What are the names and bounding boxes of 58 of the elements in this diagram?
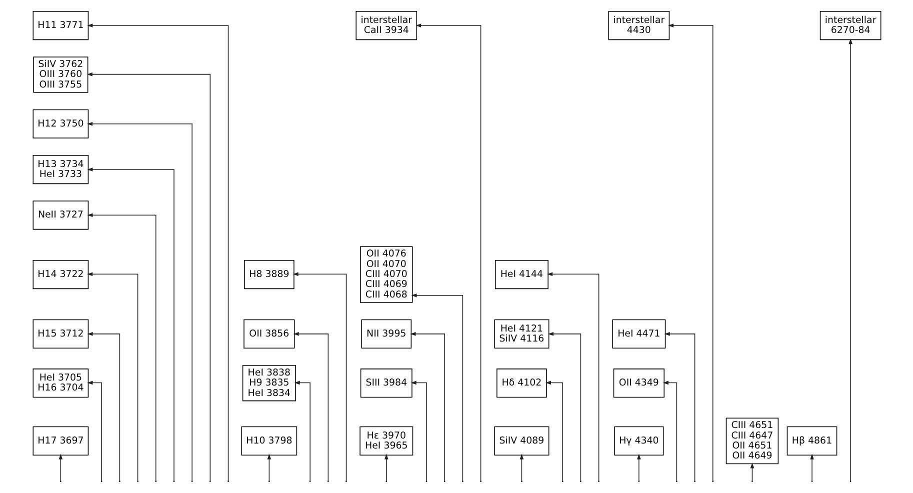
node-box: SIII 3984 — [360, 368, 412, 398]
arrow — [86, 272, 138, 482]
arrow — [86, 24, 228, 482]
node-box: OII 3856 — [243, 319, 294, 348]
node-box: Hγ 4340 — [614, 426, 664, 456]
arrow — [384, 454, 388, 482]
node-box: H10 3798 — [240, 426, 297, 456]
node-box: H11 3771 — [32, 10, 88, 40]
node-box: HeI 4471 — [612, 319, 666, 348]
node-box: H14 3722 — [32, 260, 88, 290]
node-box: HeI 3838 H9 3835 HeI 3834 — [242, 365, 296, 402]
node-box: HeI 4144 — [494, 260, 548, 290]
arrow — [750, 462, 754, 482]
arrow — [86, 72, 210, 482]
node-box: CIII 4651 CIII 4647 OII 4651 OII 4649 — [725, 418, 778, 464]
node-box: OII 4349 — [612, 368, 664, 398]
arrow — [292, 332, 328, 482]
arrow — [519, 454, 524, 482]
node-box: interstellar CaII 3934 — [355, 10, 417, 40]
node-box: HeI 4121 SiIV 4116 — [494, 319, 549, 348]
arrow — [415, 24, 481, 482]
arrow — [86, 168, 174, 482]
arrow — [810, 454, 814, 482]
arrow — [294, 380, 310, 482]
arrow — [292, 272, 346, 482]
arrow — [58, 454, 62, 482]
node-box: SiIV 3762 OIII 3760 OIII 3755 — [32, 56, 88, 93]
node-box: HeI 3705 H16 3704 — [32, 368, 88, 398]
arrow — [86, 213, 156, 482]
arrow — [86, 380, 102, 482]
node-box: Hδ 4102 — [496, 368, 546, 398]
arrow — [547, 332, 581, 482]
node-box: H8 3889 — [244, 260, 294, 290]
node-box: Hβ 4861 — [786, 426, 837, 456]
arrow — [664, 332, 695, 482]
node-box: NeII 3727 — [32, 200, 88, 230]
arrow — [546, 272, 599, 482]
node-box: SiIV 4089 — [494, 426, 549, 456]
node-box: NII 3995 — [360, 319, 412, 348]
node-box: H17 3697 — [32, 426, 88, 456]
node-box: H12 3750 — [32, 109, 88, 138]
arrow — [410, 332, 444, 482]
arrow — [545, 380, 563, 482]
node-box: H15 3712 — [32, 319, 88, 348]
node-box: Hε 3970 HeI 3965 — [359, 426, 413, 456]
node-box: interstellar 6270-84 — [819, 10, 881, 40]
arrow — [662, 380, 677, 482]
arrow — [86, 122, 192, 482]
arrow — [86, 332, 120, 482]
node-box: interstellar 4430 — [608, 10, 670, 40]
arrow — [636, 454, 640, 482]
arrow — [266, 454, 271, 482]
node-box: H13 3734 HeI 3733 — [32, 154, 88, 184]
node-box: OII 4076 OII 4070 CIII 4070 CIII 4069 CIII 4068 — [360, 246, 412, 303]
arrow — [410, 293, 463, 482]
arrow — [668, 24, 713, 482]
arrow — [410, 380, 426, 482]
arrow — [848, 38, 852, 482]
